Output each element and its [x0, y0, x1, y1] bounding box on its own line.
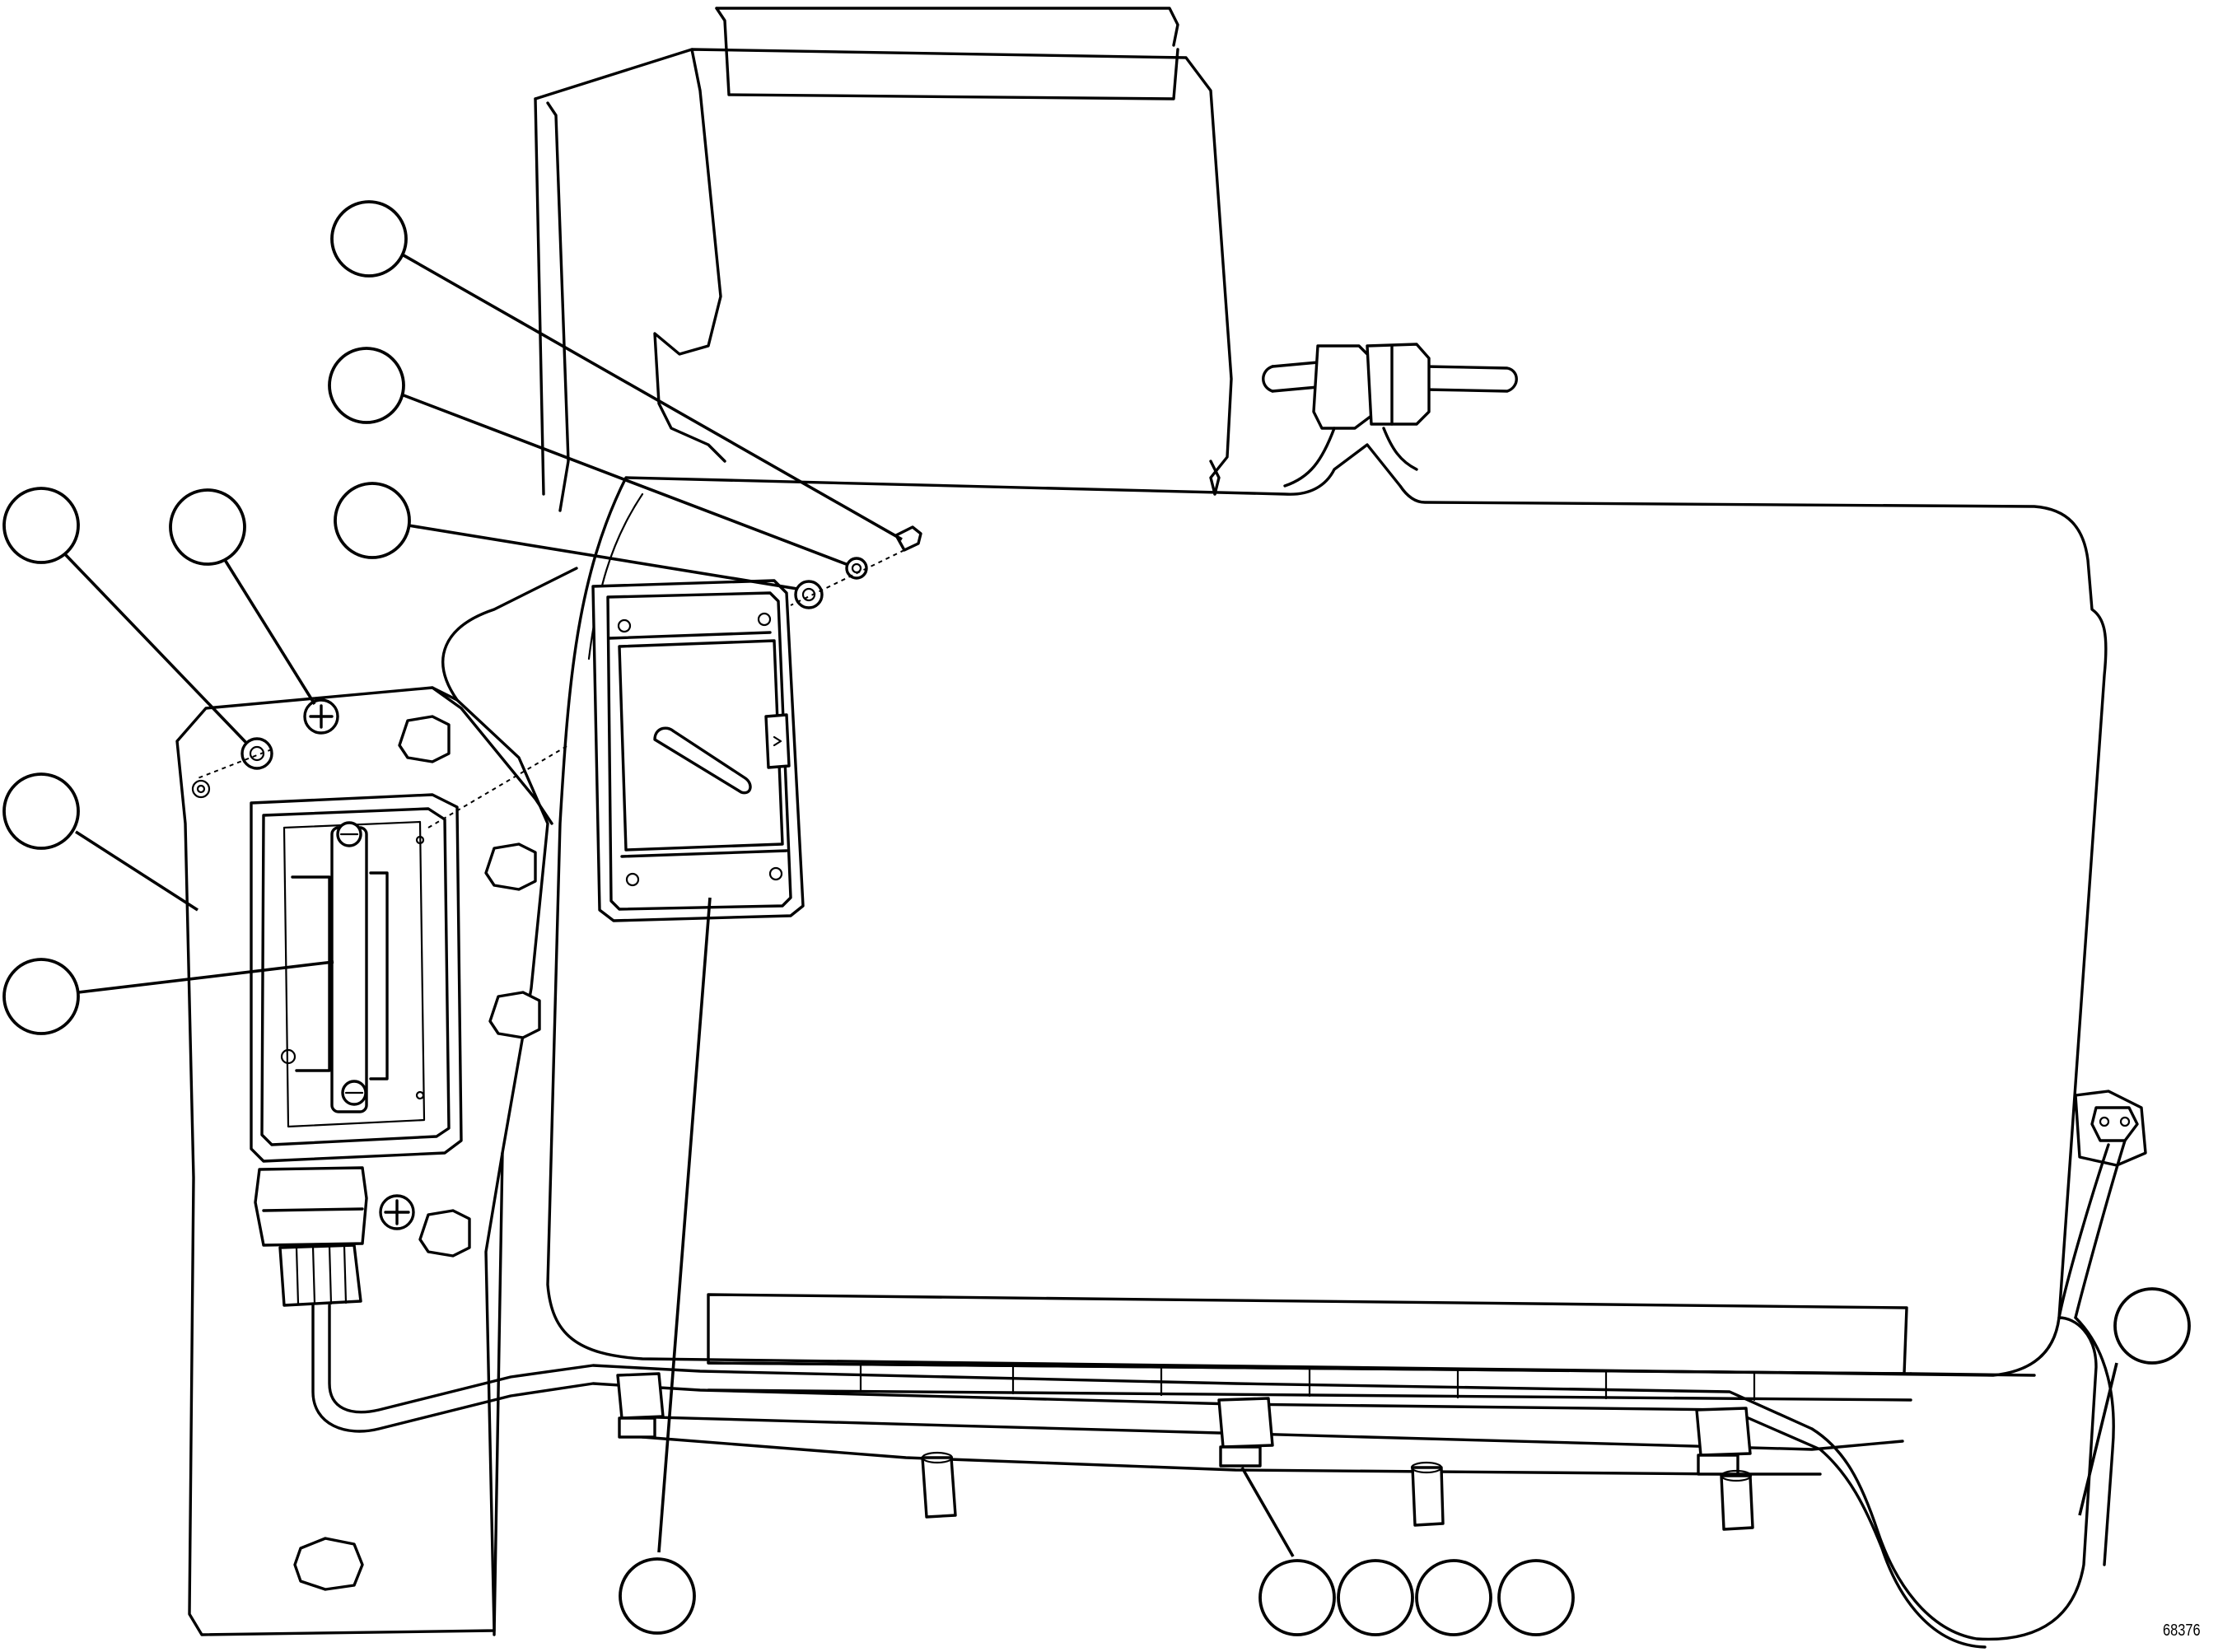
bolt-head [398, 715, 451, 763]
element-housing [250, 793, 463, 1163]
standoff [921, 1451, 957, 1519]
standoff [1410, 1461, 1445, 1527]
drain-plug [293, 1537, 364, 1591]
top-fitting [1262, 343, 1518, 488]
fastener-washer-upper [794, 580, 824, 609]
callout-lockwasher-upper [328, 347, 405, 424]
callout-harness [2113, 1287, 2191, 1365]
callout-screw-left [169, 488, 246, 566]
fastener-lockwasher-upper [845, 557, 868, 580]
bolt-head [418, 1209, 471, 1258]
callout-element [2, 958, 80, 1035]
screw-head [379, 1194, 415, 1230]
callout-clamp-hardware-2 [1337, 1559, 1414, 1636]
alignment-line [197, 749, 273, 779]
lower-bracket [616, 1372, 1904, 1531]
clamp [1217, 1397, 1274, 1468]
bolt-head [484, 842, 537, 891]
callout-mount-plate [2, 772, 80, 850]
callout-clamp-hardware-1 [1258, 1559, 1336, 1636]
fastener-washer-left [240, 737, 273, 770]
callout-washer-left [2, 487, 80, 564]
clamp [1695, 1407, 1752, 1476]
fastener-screw-left [303, 698, 339, 735]
upper-housing [534, 7, 1233, 512]
fastener-screw-upper [894, 525, 922, 552]
leader-lines [63, 254, 2118, 1557]
alignment-line [790, 549, 905, 606]
standoff [1720, 1469, 1754, 1531]
bolt-head [488, 991, 541, 1039]
callout-clamp-hardware-4 [1497, 1559, 1575, 1636]
clamp [616, 1372, 665, 1439]
callout-washer-upper [334, 482, 411, 559]
callout-cover [619, 1557, 696, 1635]
alignment-line [427, 744, 569, 828]
callout-screw-upper [330, 200, 408, 278]
callout-clamp-hardware-3 [1415, 1559, 1492, 1636]
cable-gland [254, 1166, 368, 1307]
sensor-connector [2057, 1090, 2147, 1319]
wire-harness [311, 1304, 2115, 1649]
access-cover [591, 579, 805, 922]
figure-number: 68376 [2163, 1622, 2201, 1640]
